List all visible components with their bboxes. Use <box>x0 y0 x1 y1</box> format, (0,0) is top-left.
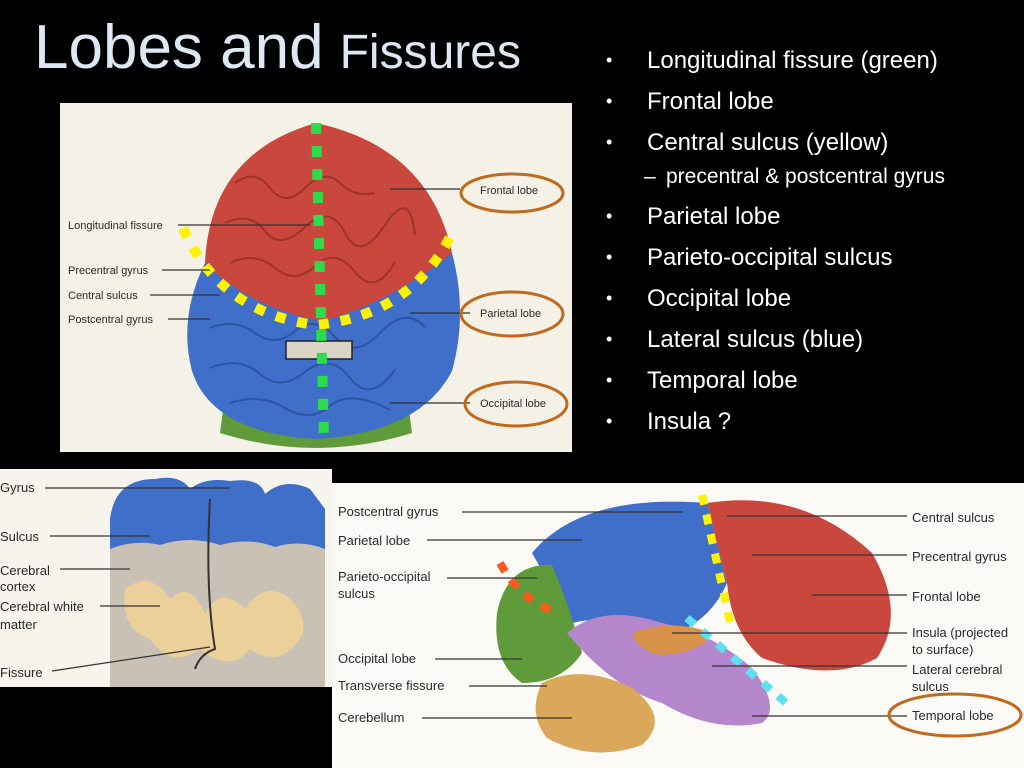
fissure-line <box>194 498 217 670</box>
bullet-text: Lateral sulcus (blue) <box>647 326 864 353</box>
temporal-region <box>567 615 770 726</box>
cortex-section-figure: Gyrus Sulcus Cerebral cortex Cerebral wh… <box>0 469 332 687</box>
circle-temporal-lobe <box>887 692 1023 738</box>
brain-lateral-view-svg: Postcentral gyrus Parietal lobe Parieto-… <box>338 494 1023 753</box>
bullet-item: • Temporal lobe <box>604 360 945 401</box>
label-frontal-lobe: Frontal lobe <box>480 185 538 197</box>
cortex-surface <box>110 477 325 549</box>
bullet-item: • Parieto-occipital sulcus <box>604 237 945 278</box>
leader-lines <box>45 487 230 672</box>
sub-bullet-item: –precentral & postcentral gyrus <box>604 159 945 194</box>
bullet-text: Temporal lobe <box>647 367 798 394</box>
sub-bullet-text: precentral & postcentral gyrus <box>666 165 945 188</box>
bullet-item: • Parietal lobe <box>604 196 945 237</box>
bullet-marker: • <box>606 91 613 111</box>
circle-frontal-lobe <box>459 172 565 214</box>
bullet-item: • Frontal lobe <box>604 81 945 122</box>
white-matter <box>124 581 304 662</box>
occipital-region <box>496 564 582 683</box>
label-parieto-occipital-line2: sulcus <box>338 586 375 601</box>
brain-lateral-view-figure: Postcentral gyrus Parietal lobe Parieto-… <box>332 483 1024 768</box>
bullet-item: • Insula ? <box>604 401 945 442</box>
bullet-marker: • <box>606 247 613 267</box>
label-longitudinal-fissure: Longitudinal fissure <box>68 220 163 232</box>
label-white-matter-line2: matter <box>0 617 38 632</box>
circle-parietal-lobe <box>459 290 565 338</box>
bullet-item: • Longitudinal fissure (green) <box>604 40 945 81</box>
label-precentral-gyrus: Precentral gyrus <box>68 265 149 277</box>
label-occipital-lobe: Occipital lobe <box>480 398 546 410</box>
sub-bullet-marker: – <box>644 165 656 188</box>
label-parietal-lobe: Parietal lobe <box>338 533 410 548</box>
label-cerebellum: Cerebellum <box>338 710 404 725</box>
longitudinal-fissure-marker <box>311 122 329 440</box>
label-transverse-fissure: Transverse fissure <box>338 678 444 693</box>
label-frontal-lobe: Frontal lobe <box>912 589 981 604</box>
label-fissure: Fissure <box>0 665 43 680</box>
bullet-marker: • <box>606 288 613 308</box>
label-insula-line1: Insula (projected <box>912 625 1008 640</box>
label-gyrus: Gyrus <box>0 480 35 495</box>
bullet-marker: • <box>606 329 613 349</box>
label-cerebral-cortex-line1: Cerebral <box>0 563 50 578</box>
bullet-item: • Lateral sulcus (blue) <box>604 319 945 360</box>
label-postcentral-gyrus: Postcentral gyrus <box>338 504 439 519</box>
frontal-region <box>707 500 891 671</box>
frontal-region <box>205 123 452 321</box>
parieto-occipital-marker <box>496 561 562 617</box>
bullet-marker: • <box>606 370 613 390</box>
circle-occipital-lobe <box>463 380 569 428</box>
label-precentral-gyrus: Precentral gyrus <box>912 549 1007 564</box>
label-central-sulcus: Central sulcus <box>68 290 138 302</box>
brain-top-view-figure: Frontal lobe Longitudinal fissure Precen… <box>60 103 572 452</box>
slide-title-part1: Lobes and <box>34 13 324 82</box>
parietal-gyri-texture <box>209 317 426 416</box>
bullet-text: Longitudinal fissure (green) <box>647 47 938 74</box>
label-postcentral-gyrus: Postcentral gyrus <box>68 314 153 326</box>
label-lateral-sulcus-line1: Lateral cerebral <box>912 662 1002 677</box>
bullet-marker: • <box>606 50 613 70</box>
leader-lines <box>422 511 907 719</box>
occipital-region <box>220 395 412 448</box>
bullet-item: • Occipital lobe <box>604 278 945 319</box>
label-temporal-lobe: Temporal lobe <box>912 708 994 723</box>
label-lateral-sulcus-line2: sulcus <box>912 679 949 694</box>
label-central-sulcus: Central sulcus <box>912 510 995 525</box>
label-occipital-lobe: Occipital lobe <box>338 651 416 666</box>
brain-top-view-svg: Frontal lobe Longitudinal fissure Precen… <box>68 122 569 448</box>
bullet-text: Parietal lobe <box>647 203 781 230</box>
bullet-marker: • <box>606 206 613 226</box>
label-parietal-lobe: Parietal lobe <box>480 308 541 320</box>
bullet-text: Insula ? <box>647 408 732 435</box>
bullet-item: • Central sulcus (yellow) <box>604 122 945 163</box>
bullet-text: Occipital lobe <box>647 285 792 312</box>
bullet-text: Central sulcus (yellow) <box>647 129 889 156</box>
cortex-section-svg: Gyrus Sulcus Cerebral cortex Cerebral wh… <box>0 477 325 687</box>
highlight-circles <box>459 172 569 428</box>
label-parieto-occipital-line1: Parieto-occipital <box>338 569 431 584</box>
parietal-region <box>532 501 727 633</box>
label-cerebral-cortex-line2: cortex <box>0 579 36 594</box>
label-white-matter-line1: Cerebral white <box>0 599 84 614</box>
bullet-text: Parieto-occipital sulcus <box>647 244 893 271</box>
bullet-list: • Longitudinal fissure (green) • Frontal l… <box>604 40 945 442</box>
central-sulcus-marker <box>178 226 457 331</box>
bullet-marker: • <box>606 411 613 431</box>
cerebellum-region <box>535 674 655 753</box>
bullet-marker: • <box>606 132 613 152</box>
bullet-text: Frontal lobe <box>647 88 774 115</box>
label-sulcus: Sulcus <box>0 529 40 544</box>
central-sulcus-marker <box>698 494 736 632</box>
slide-title-part2: Fissures <box>339 26 521 79</box>
label-insula-line2: to surface) <box>912 642 973 657</box>
slide-title: Lobes and Fissures <box>34 12 521 83</box>
